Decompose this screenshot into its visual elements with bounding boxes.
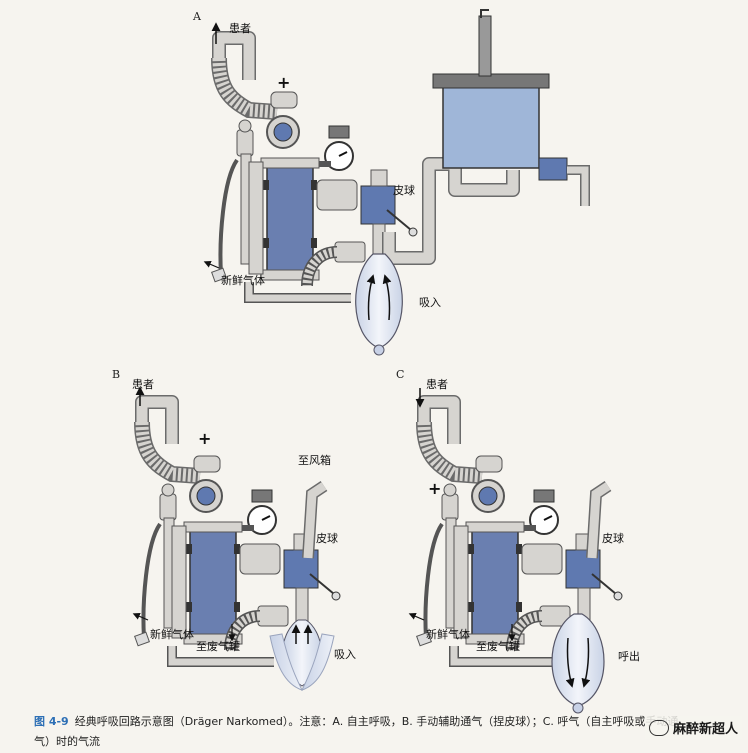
hand-right (301, 633, 335, 691)
to-scavenge-label: 至废气罐 (196, 639, 240, 653)
reservoir-bag (551, 613, 605, 707)
flow-label: 呼出 (618, 649, 640, 663)
panel-b: B 患者 + 新鲜气体 皮球 至风箱 至废气罐 吸入 (112, 368, 356, 691)
patient-label: 患者 (426, 378, 448, 391)
to-scavenge-label: 至废气罐 (476, 639, 520, 653)
panel-c-letter: C (396, 368, 404, 381)
to-bellows-label: 至风箱 (298, 453, 331, 467)
plus-symbol: + (198, 429, 211, 448)
ventilator-bellows (442, 85, 540, 169)
watermark-text: 麻醉新超人 (672, 722, 738, 737)
plus-symbol: + (428, 479, 441, 498)
wechat-icon (648, 719, 669, 736)
bag-label: 皮球 (602, 531, 624, 545)
fresh-gas-label: 新鲜气体 (221, 273, 265, 287)
figure-number: 图 4-9 (34, 715, 69, 728)
flow-label: 吸入 (419, 296, 441, 309)
panel-c: C 患者 + 新鲜气体 皮球 至废气罐 呼出 (396, 368, 640, 714)
caption-text: 经典呼吸回路示意图（Dräger Narkomed）。注意：A. 自主呼吸，B.… (34, 715, 679, 748)
patient-label: 患者 (229, 22, 251, 35)
patient-label: 患者 (132, 378, 154, 391)
bag-label: 皮球 (316, 531, 338, 545)
fresh-gas-label: 新鲜气体 (426, 627, 470, 641)
panel-b-letter: B (112, 368, 120, 381)
reservoir-bag (355, 253, 403, 349)
fresh-gas-label: 新鲜气体 (150, 627, 194, 641)
plus-symbol: + (277, 73, 290, 92)
panel-a: A 患者 + 新鲜气体 皮球 吸入 (192, 9, 590, 356)
flow-label: 吸入 (334, 648, 356, 661)
watermark: 麻醉新超人 (644, 716, 742, 739)
panel-a-letter: A (192, 10, 202, 23)
bag-label: 皮球 (393, 183, 415, 197)
